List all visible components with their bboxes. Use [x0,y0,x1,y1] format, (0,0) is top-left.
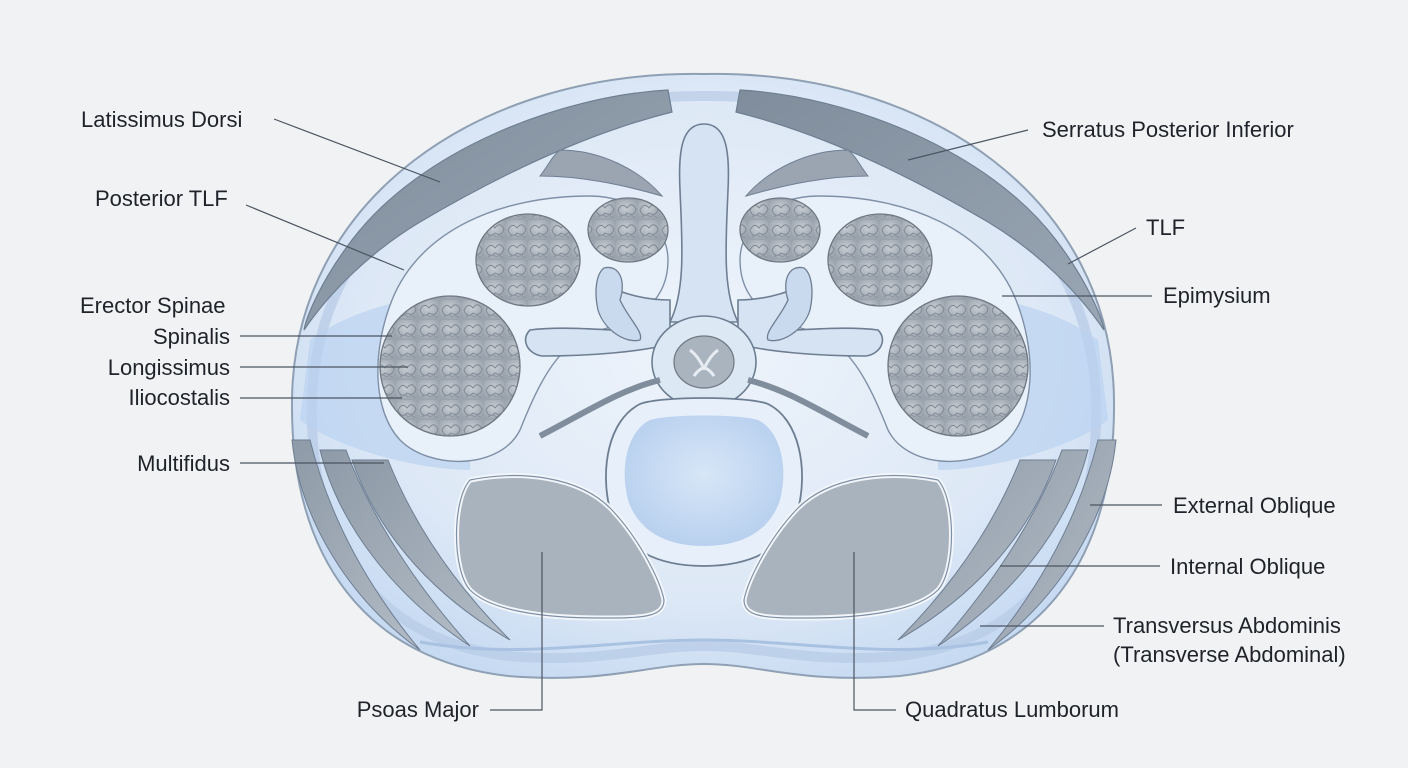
spinalis-right [739,197,821,263]
label-transverse-abdominal: (Transverse Abdominal) [1113,642,1346,667]
spinal-cord-grey-matter [689,348,719,377]
longissimus-right [827,213,933,307]
articular-process-left [595,266,642,342]
label-latissimus-dorsi: Latissimus Dorsi [81,107,242,132]
leader-lines [240,118,1162,711]
intervertebral-disc [624,415,784,546]
label-epimysium: Epimysium [1163,283,1271,308]
label-tlf: TLF [1146,215,1185,240]
transversus-left [351,459,511,641]
label-spinalis: Spinalis [153,324,230,349]
label-internal-oblique: Internal Oblique [1170,554,1325,579]
articular-process-right [766,266,813,342]
external-oblique-right [987,439,1117,651]
internal-oblique-left [319,449,471,647]
quadratus-outline [743,475,953,619]
label-external-oblique: External Oblique [1173,493,1336,518]
lower-fascia [419,638,989,651]
psoas-outline [455,475,665,619]
label-erector-spinae: Erector Spinae [80,293,226,318]
label-transversus-abdominis: Transversus Abdominis [1113,613,1341,638]
label-posterior-tlf: Posterior TLF [95,186,228,211]
iliocostalis-right [887,295,1029,437]
latissimus-dorsi-left [303,89,673,331]
ligament-left [538,377,661,439]
fascia-band [306,90,1102,664]
label-iliocostalis: Iliocostalis [129,385,230,410]
spinalis-left [587,197,669,263]
spinal-cord [673,335,735,389]
label-multifidus: Multifidus [137,451,230,476]
longissimus-left [475,213,581,307]
label-longissimus: Longissimus [108,355,230,380]
label-psoas-major: Psoas Major [357,697,479,722]
iliocostalis-left [379,295,521,437]
internal-oblique-right [937,449,1089,647]
ligament-right [747,377,870,439]
latissimus-dorsi-right [735,89,1105,331]
serratus-left [538,149,664,197]
label-serratus-posterior-inferior: Serratus Posterior Inferior [1042,117,1294,142]
serratus-right [744,149,870,197]
label-quadratus-lumborum: Quadratus Lumborum [905,697,1119,722]
transversus-right [897,459,1057,641]
external-oblique-left [291,439,421,651]
